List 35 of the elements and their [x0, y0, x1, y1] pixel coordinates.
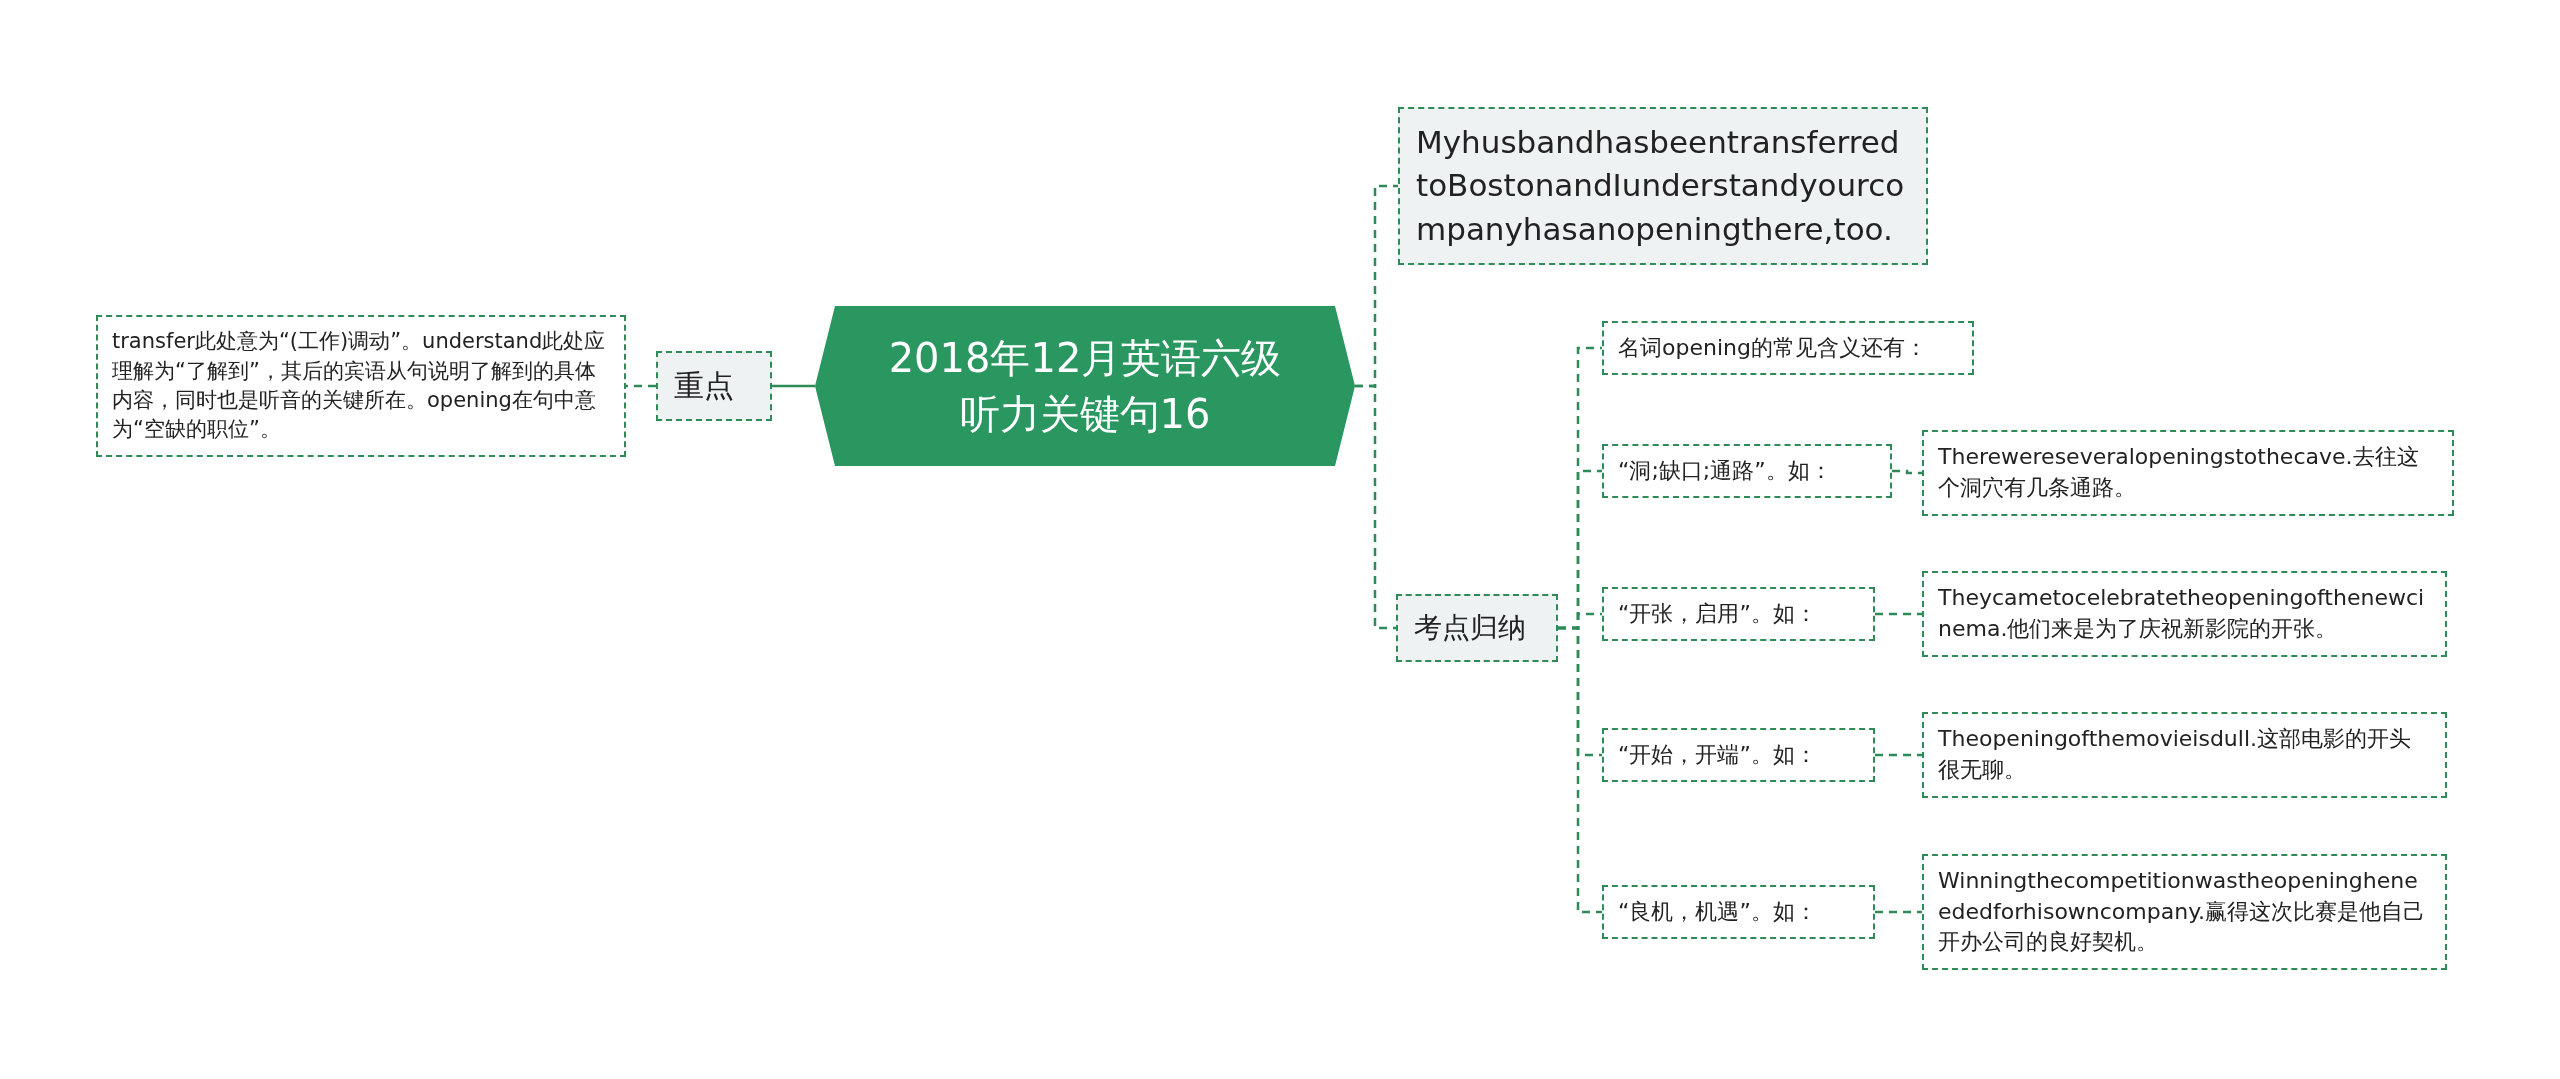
topic-box [656, 351, 772, 421]
topic-text: transfer此处意为“(工作)调动”。understand此处应理解为“了解到”，其后的宾语从句说明了解到的具体内容，同时也是听音的关键所在。opening在句中意为“空缺的职位”。 [112, 328, 607, 444]
topic-text: MyhusbandhasbeentransferredtoBostonandIunderstandyourcompanyhasanopeningthere,too. [1416, 122, 1906, 249]
topic-text: “开张，启用”。如： [1618, 599, 1818, 628]
note-box [1922, 712, 2447, 798]
topic-box [1398, 106, 1928, 266]
note-box [1922, 430, 2454, 516]
connector [1892, 469, 1922, 475]
topic-text: “洞;缺口;通路”。如： [1618, 456, 1833, 485]
note-box [1602, 586, 1875, 642]
topic-text: Therewereseveralopeningstothecave.去往这个洞穴有几条通路。 [1938, 443, 2420, 502]
note-box [1602, 320, 1974, 376]
note-box [1602, 727, 1875, 783]
note-box [1922, 853, 2447, 971]
note-box [1602, 884, 1875, 940]
topic-text: Winningthecompetitionwastheopeningheneededforhisowncompany.赢得这次比赛是他自己开办公司的良好契机。 [1938, 866, 2427, 957]
topic-text: 考点归纳 [1414, 610, 1527, 647]
topic-text: “开始，开端”。如： [1618, 740, 1818, 769]
connector [1355, 384, 1396, 630]
topic-text: Theopeningofthemovieisdull.这部电影的开头很无聊。 [1938, 725, 2413, 784]
connector [1875, 753, 1922, 757]
note-box [1602, 443, 1892, 499]
connector [1875, 910, 1922, 914]
topic-title: 2018年12月英语六级听力关键句16 [887, 334, 1283, 439]
connector [1875, 612, 1922, 616]
topic-text: Theycametocelebratetheopeningofthenewcinema.他们来是为了庆祝新影院的开张。 [1938, 584, 2426, 643]
note-box [96, 315, 626, 457]
topic-text: 名词opening的常见含义还有： [1618, 333, 1928, 362]
topic-text: 重点 [674, 367, 735, 405]
central-topic-node [815, 306, 1355, 466]
connector [1558, 626, 1602, 914]
topic-text: “良机，机遇”。如： [1618, 897, 1818, 926]
note-box [1922, 571, 2447, 657]
topic-box [1396, 594, 1558, 662]
connector [772, 384, 815, 388]
